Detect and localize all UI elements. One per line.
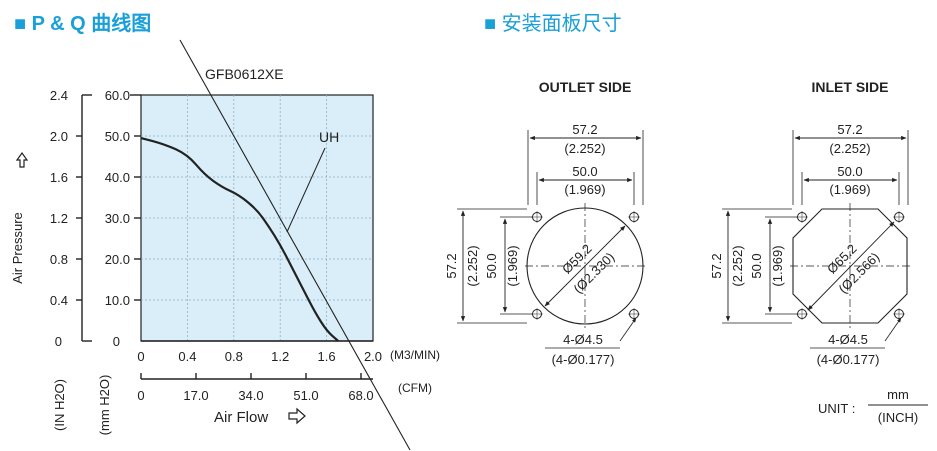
y-tick-mmh2o: 0 xyxy=(113,334,120,349)
x-tick-cfm: 0 xyxy=(137,388,144,403)
pq-curve-series xyxy=(140,137,339,342)
outlet-cutout-circle xyxy=(526,207,644,325)
inlet-hole-in: (4-Ø0.177) xyxy=(817,352,880,367)
y-tick-mmh2o: 50.0 xyxy=(105,129,130,144)
x-tick-m3min: 0.4 xyxy=(178,349,196,364)
x-tick-m3min: 0 xyxy=(137,349,144,364)
outlet-title: OUTLET SIDE xyxy=(539,79,632,95)
up-arrow-outline-icon xyxy=(15,151,29,168)
inlet-pitch-mm: 50.0 xyxy=(837,164,862,179)
inlet-pitch-mm-vert: 50.0 xyxy=(749,253,764,278)
outlet-hole-mm: 4-Ø4.5 xyxy=(563,332,603,347)
x-tick-m3min: 1.6 xyxy=(318,349,336,364)
outlet-hole-in: (4-Ø0.177) xyxy=(552,352,615,367)
outlet-overall-in-vert: (2.252) xyxy=(465,245,480,286)
y-tick-inh2o: 0 xyxy=(55,334,62,349)
x-tick-cfm: 17.0 xyxy=(183,388,208,403)
y-tick-mmh2o: 60.0 xyxy=(105,88,130,103)
x-tick-m3min: 0.8 xyxy=(225,349,243,364)
outlet-pitch-in-vert: (1.969) xyxy=(505,245,520,286)
inlet-drawing: INLET SIDE 57.2 (2.252) 50.0 (1.969) 57.… xyxy=(709,79,911,367)
y-unit-inh2o: (IN H2O) xyxy=(52,379,67,431)
inlet-overall-in-vert: (2.252) xyxy=(730,245,745,286)
outlet-pitch-in: (1.969) xyxy=(564,182,605,197)
y-tick-inh2o: 1.2 xyxy=(50,211,68,226)
y-tick-mmh2o: 20.0 xyxy=(105,252,130,267)
curve-leader-line xyxy=(286,147,326,233)
system-impedance-line xyxy=(179,39,411,451)
outlet-overall-mm-vert: 57.2 xyxy=(444,253,459,278)
x-tick-m3min: 1.2 xyxy=(271,349,289,364)
outlet-pitch-mm-vert: 50.0 xyxy=(484,253,499,278)
y-tick-mmh2o: 10.0 xyxy=(105,293,130,308)
y-tick-mmh2o: 30.0 xyxy=(105,211,130,226)
pq-curve-line xyxy=(140,137,339,342)
y-tick-inh2o: 2.0 xyxy=(50,129,68,144)
x-axis-title: Air Flow xyxy=(214,409,268,426)
outlet-overall-in: (2.252) xyxy=(564,141,605,156)
inlet-overall-in: (2.252) xyxy=(829,141,870,156)
inlet-title: INLET SIDE xyxy=(811,79,888,95)
y-tick-inh2o: 1.6 xyxy=(50,170,68,185)
panel-heading: ■ 安装面板尺寸 xyxy=(484,12,622,35)
x-tick-cfm: 34.0 xyxy=(238,388,263,403)
inlet-cutout-shape xyxy=(792,208,908,324)
outlet-overall-mm: 57.2 xyxy=(572,122,597,137)
x-tick-cfm: 68.0 xyxy=(348,388,373,403)
right-arrow-outline-icon xyxy=(288,407,306,425)
y-tick-mmh2o: 40.0 xyxy=(105,170,130,185)
y-axis-left xyxy=(76,94,92,342)
unit-top: mm xyxy=(887,387,909,402)
outlet-drawing: OUTLET SIDE 57.2 (2.252) 50.0 (1.969) 57… xyxy=(444,79,646,367)
unit-label: UNIT : xyxy=(818,401,855,416)
y-axis-title: Air Pressure xyxy=(10,212,25,284)
inlet-hole-mm: 4-Ø4.5 xyxy=(828,332,868,347)
y-axis-right-ticks xyxy=(130,94,141,301)
unit-bottom: (INCH) xyxy=(878,410,918,425)
x-tick-m3min: 2.0 xyxy=(364,349,382,364)
inlet-overall-mm-vert: 57.2 xyxy=(709,253,724,278)
y-tick-inh2o: 0.8 xyxy=(50,252,68,267)
y-tick-inh2o: 2.4 xyxy=(50,88,68,103)
inlet-pitch-in-vert: (1.969) xyxy=(770,245,785,286)
pq-heading: ■ P & Q 曲线图 xyxy=(14,11,151,35)
outlet-pitch-mm: 50.0 xyxy=(572,164,597,179)
inlet-pitch-in: (1.969) xyxy=(829,182,870,197)
x-tick-cfm: 51.0 xyxy=(293,388,318,403)
x-unit-cfm: (CFM) xyxy=(398,381,432,395)
x-unit-m3min: (M3/MIN) xyxy=(390,348,440,362)
x-axis-cfm xyxy=(140,373,373,380)
inlet-overall-mm: 57.2 xyxy=(837,122,862,137)
curve-label: UH xyxy=(319,129,339,145)
model-label: GFB0612XE xyxy=(205,66,284,82)
y-tick-inh2o: 0.4 xyxy=(50,293,68,308)
y-unit-mmh2o: (mm H2O) xyxy=(97,375,112,436)
